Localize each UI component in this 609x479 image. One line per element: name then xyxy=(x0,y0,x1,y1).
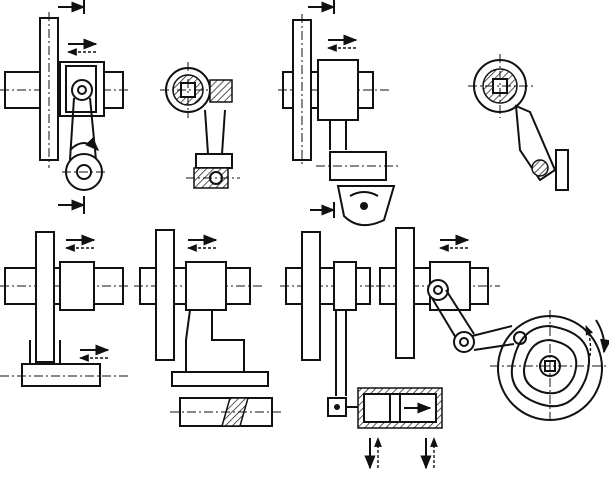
pivot-b4 xyxy=(427,279,449,301)
rod-pin-b3 xyxy=(334,404,340,410)
disc-b2 xyxy=(155,229,175,361)
cam-groove-outer-b4 xyxy=(510,324,591,408)
panel-top-4 xyxy=(468,54,569,191)
bracket-b2 xyxy=(185,309,245,385)
panel-bottom-4 xyxy=(376,227,609,424)
pivot xyxy=(71,79,93,101)
joint-b4 xyxy=(453,331,475,353)
lever-stop xyxy=(555,149,569,191)
panel-top-3 xyxy=(278,0,400,227)
cam-center xyxy=(360,202,368,210)
stem-b1 xyxy=(29,340,61,364)
rod-b3 xyxy=(335,310,347,396)
pivot-pin xyxy=(77,85,87,95)
rod xyxy=(204,109,226,155)
panel-top-2 xyxy=(160,62,240,189)
swing-arrow xyxy=(69,137,99,151)
panel-bottom-2 xyxy=(134,229,282,427)
hub-b3 xyxy=(333,261,357,311)
disc-b3 xyxy=(301,231,321,361)
rotation-arrow-back-b4 xyxy=(585,325,594,357)
disc-b1 xyxy=(35,231,55,363)
bar-b2 xyxy=(171,371,269,387)
disc-b4 xyxy=(395,227,415,359)
cam-groove-inner-b4 xyxy=(523,338,578,395)
hub-b2 xyxy=(185,261,227,311)
clamp-block xyxy=(209,79,233,103)
link-1-b4 xyxy=(431,289,475,339)
slider-b1 xyxy=(21,363,101,387)
rod-foot xyxy=(195,153,233,169)
hub-b1 xyxy=(59,261,95,311)
panel-top-1 xyxy=(0,0,130,214)
piston-b3 xyxy=(389,393,401,423)
pivot-pin-b4 xyxy=(433,285,443,295)
joint-pin-b4 xyxy=(459,337,469,347)
hub-3 xyxy=(317,59,359,121)
rotation-arrow-b4 xyxy=(595,319,609,354)
lever-pin xyxy=(531,159,549,177)
link-2-b4 xyxy=(471,325,515,351)
panel-bottom-3 xyxy=(280,231,443,470)
panel-bottom-1 xyxy=(0,231,130,387)
cam-arc xyxy=(349,191,379,197)
follower-stem xyxy=(329,120,347,150)
